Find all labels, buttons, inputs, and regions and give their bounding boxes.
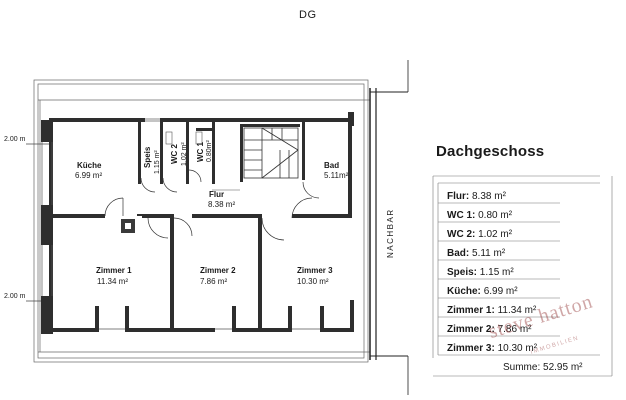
legend-row-zimmer1: Zimmer 1: 11.34 m²: [447, 305, 536, 316]
neighbor-label: NACHBAR: [386, 208, 395, 258]
walls: [41, 112, 354, 334]
room-area-bad: 5.11m²: [324, 171, 349, 180]
legend-label: Zimmer 3:: [447, 343, 495, 354]
room-area-zimmer2: 7.86 m²: [200, 277, 227, 286]
plan-title: Dachgeschoss: [436, 143, 545, 160]
room-name-kueche: Küche: [77, 161, 102, 170]
legend-row-bad: Bad: 5.11 m²: [447, 248, 505, 259]
room-name-bad: Bad: [324, 161, 339, 170]
room-area-zimmer1: 11.34 m²: [97, 277, 128, 286]
legend-label: Zimmer 1:: [447, 305, 495, 316]
legend-label: Flur:: [447, 191, 470, 202]
room-name-zimmer3: Zimmer 3: [297, 266, 333, 275]
legend-row-kueche: Küche: 6.99 m²: [447, 286, 518, 297]
legend-row-wc1: WC 1: 0.80 m²: [447, 210, 512, 221]
level-mark-bottom-label: 2.00 m: [4, 293, 26, 300]
legend-value: 11.34 m²: [497, 305, 537, 316]
fixtures: [165, 131, 240, 191]
room-name-zimmer1: Zimmer 1: [96, 266, 132, 275]
legend-row-speis: Speis: 1.15 m²: [447, 267, 514, 278]
room-area-flur: 8.38 m²: [208, 200, 235, 209]
room-area-zimmer3: 10.30 m²: [297, 277, 329, 286]
legend-label: Speis:: [447, 267, 478, 278]
legend-value: 1.02 m²: [478, 229, 513, 240]
room-name-speis: Speis: [143, 146, 152, 168]
level-mark-top-label: 2.00 m: [4, 136, 26, 143]
legend-value: 6.99 m²: [483, 286, 518, 297]
legend-label: Küche:: [447, 286, 481, 297]
staircase: [243, 127, 299, 179]
room-name-wc1: WC 1: [196, 141, 205, 162]
legend-label: WC 2:: [447, 229, 476, 240]
legend-value: 1.15 m²: [479, 267, 514, 278]
room-area-speis: 1.15 m²: [154, 150, 161, 174]
room-name-zimmer2: Zimmer 2: [200, 266, 236, 275]
legend-value: 8.38 m²: [472, 191, 506, 202]
legend-value: 0.80 m²: [478, 210, 513, 221]
legend-row-zimmer3: Zimmer 3: 10.30 m²: [447, 343, 537, 354]
legend-label: Zimmer 2:: [447, 324, 495, 335]
legend-row-flur: Flur: 8.38 m²: [447, 191, 506, 202]
legend-value: 10.30 m²: [497, 343, 538, 354]
gable-wall: [369, 60, 409, 395]
legend-label: Bad:: [447, 248, 470, 259]
door-swings: [104, 169, 320, 241]
floor-label: DG: [299, 9, 317, 21]
room-area-wc2: 1.02 m²: [181, 142, 188, 166]
room-labels: Küche 6.99 m² Speis 1.15 m² WC 2 1.02 m²…: [75, 140, 349, 286]
legend-value: 5.11 m²: [472, 248, 506, 259]
room-name-flur: Flur: [209, 190, 224, 199]
chimney-core: [125, 223, 131, 229]
legend-row-wc2: WC 2: 1.02 m²: [447, 229, 512, 240]
room-name-wc2: WC 2: [170, 143, 179, 164]
room-area-wc1: 0.80m²: [206, 140, 213, 162]
legend-label: WC 1:: [447, 210, 476, 221]
windows: [41, 118, 320, 330]
legend-row-zimmer2: Zimmer 2: 7.86 m²: [447, 324, 531, 335]
legend-frame: [432, 175, 613, 377]
legend-summary: Summe: 52.95 m²: [503, 362, 583, 373]
legend-value: 7.86 m²: [497, 324, 532, 335]
roof-outline: [33, 79, 370, 363]
room-area-kueche: 6.99 m²: [75, 171, 102, 180]
